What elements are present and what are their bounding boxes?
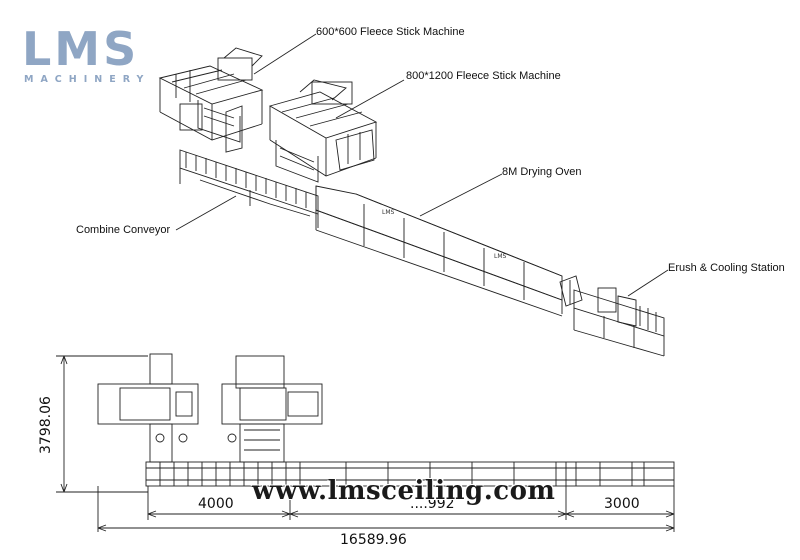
fleece-machine-600-iso: [158, 47, 264, 153]
dimension-segment-mid: ....992: [410, 496, 455, 512]
dimension-total-length: 16589.96: [340, 532, 407, 548]
combine-conveyor-iso: [179, 149, 319, 228]
label-fleece-machine-800: 800*1200 Fleece Stick Machine: [406, 70, 561, 82]
brush-cooling-station-iso: [559, 275, 665, 357]
website-watermark: www.lmsceiling.com: [252, 476, 556, 506]
svg-text:LMS: LMS: [494, 253, 507, 260]
lms-machinery-logo: LMS MACHINERY: [22, 24, 144, 90]
label-drying-oven: 8M Drying Oven: [502, 166, 582, 178]
dimension-segment-right: 3000: [604, 496, 640, 512]
label-brush-cooling-station: Erush & Cooling Station: [668, 262, 785, 274]
label-combine-conveyor: Combine Conveyor: [76, 224, 171, 236]
logo-main-text: LMS: [22, 22, 140, 76]
fleece-machine-800-iso: [268, 79, 378, 183]
svg-text:LMS: LMS: [382, 209, 395, 216]
label-fleece-machine-600: 600*600 Fleece Stick Machine: [316, 26, 465, 38]
logo-sub-text: MACHINERY: [24, 74, 151, 85]
plan-view: [56, 353, 675, 532]
dimension-segment-left: 4000: [198, 496, 234, 512]
drying-oven-iso: LMS LMS: [315, 185, 563, 317]
dimension-height: 3798.06: [38, 396, 54, 454]
